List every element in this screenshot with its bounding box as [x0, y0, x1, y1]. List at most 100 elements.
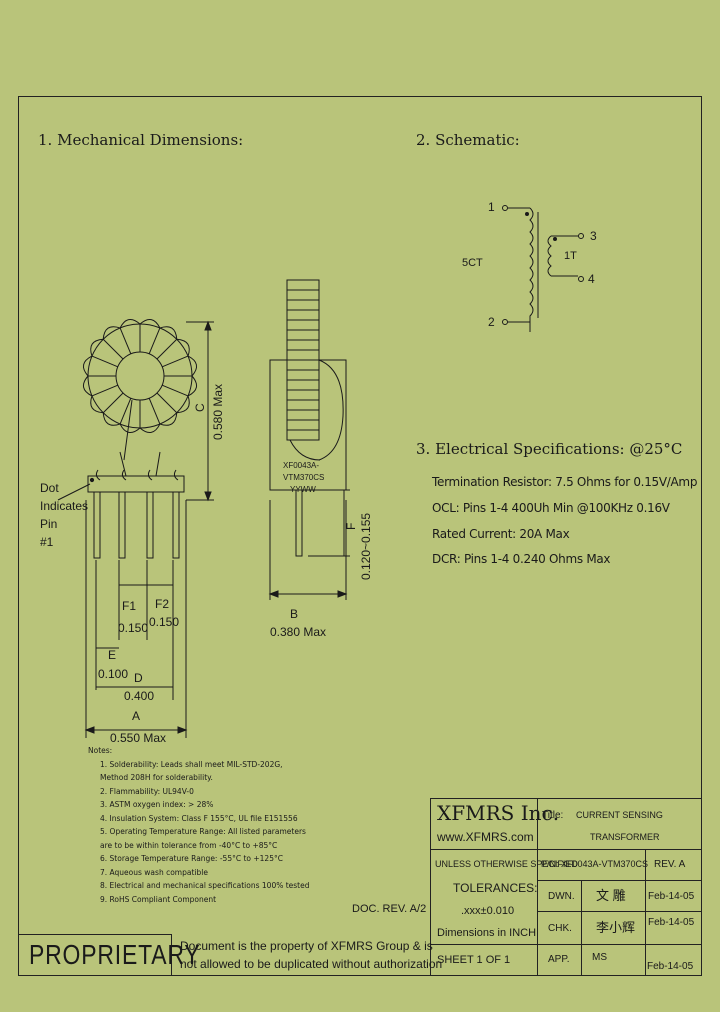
winding-petal — [176, 338, 190, 357]
secondary-winding — [547, 235, 552, 277]
app-label: APP. — [548, 954, 570, 965]
dim-e-value: 0.100 — [98, 667, 129, 681]
terminal-pin4 — [578, 276, 584, 282]
terminal-pin3 — [578, 233, 584, 239]
note-item: 1. Solderability: Leads shall meet MIL-S… — [100, 759, 283, 769]
dimensions-unit: Dimensions in INCH — [437, 927, 537, 939]
company-cell: XFMRS Inc. www.XFMRS.com — [430, 798, 559, 850]
dim-d-value: 0.400 — [124, 689, 155, 703]
dim-c-value: 0.580 Max — [211, 383, 225, 440]
winding-spoke — [119, 327, 132, 355]
note-item: 9. RoHS Compliant Component — [100, 894, 217, 904]
winding-petal — [176, 395, 190, 414]
electrical-heading: 3. Electrical Specifications: @25°C — [416, 440, 683, 458]
pin-lead — [93, 491, 101, 559]
terminal-pin1 — [502, 205, 508, 211]
winding-spoke — [161, 384, 189, 397]
toroid-inner — [115, 351, 165, 401]
note-item: 2. Flammability: UL94V-0 — [100, 786, 194, 796]
app-date: Feb-14-05 — [647, 961, 694, 972]
pin-lead — [146, 491, 154, 559]
dim-f1-value: 0.150 — [118, 621, 149, 635]
drawing-border — [18, 96, 702, 976]
dwn-label: DWN. — [548, 891, 575, 902]
pin3-label: 3 — [590, 229, 597, 243]
winding-spoke — [102, 392, 124, 414]
winding-petal — [83, 375, 93, 397]
winding-petal — [83, 355, 93, 377]
winding-spoke — [156, 338, 178, 360]
chk-label: CHK. — [548, 923, 572, 934]
part-marking: XF0043A- — [283, 461, 320, 470]
tolerance-value: .xxx±0.010 — [461, 905, 515, 917]
dwn-name-cell: 文 雕 — [581, 880, 646, 912]
dwn-name: 文 雕 — [596, 888, 626, 903]
pin1-dot — [89, 477, 95, 483]
dim-f1-label: F1 — [122, 599, 137, 613]
dim-e-label: E — [108, 648, 117, 662]
dim-b-label: B — [290, 607, 299, 621]
part-marking: YYWW — [290, 485, 316, 494]
title-line2: TRANSFORMER — [590, 832, 660, 842]
dim-a-value: 0.550 Max — [110, 731, 167, 745]
winding-spoke — [91, 355, 119, 368]
winding-petals — [83, 319, 197, 433]
winding-petal — [139, 319, 161, 329]
mechanical-heading: 1. Mechanical Dimensions: — [38, 131, 244, 149]
sheet-number: SHEET 1 OF 1 — [437, 954, 511, 966]
secondary-turns-label: 1T — [564, 250, 577, 262]
app-label-cell: APP. — [537, 944, 582, 976]
chk-name: 李小辉 — [596, 920, 636, 935]
note-item: are to be within tolerance from -40°C to… — [100, 840, 278, 850]
side-coil-turns — [287, 289, 319, 431]
tolerances-label: TOLERANCES: — [453, 881, 538, 895]
pin1-label: 1 — [488, 200, 495, 214]
dim-f2-label: F2 — [155, 597, 170, 611]
pin-lead — [172, 491, 180, 559]
sheet-cell: SHEET 1 OF 1 — [430, 944, 538, 976]
note-item: 5. Operating Temperature Range: All list… — [100, 827, 306, 836]
rev-cell: REV. A — [645, 849, 702, 881]
title-cell: Title: CURRENT SENSING TRANSFORMER — [537, 798, 702, 850]
dwn-label-cell: DWN. — [537, 880, 582, 912]
dwn-date-cell: Feb-14-05 — [645, 880, 702, 912]
title-line1: CURRENT SENSING — [576, 810, 663, 820]
dim-f-value: 0.120~0.155 — [359, 512, 373, 580]
company-website: www.XFMRS.com — [437, 830, 534, 844]
primary-turns-label: 5CT — [462, 257, 483, 269]
winding-spoke — [102, 338, 124, 360]
spec-line: DCR: Pins 1-4 0.240 Ohms Max — [432, 552, 611, 566]
doc-rev: DOC. REV. A/2 — [352, 903, 427, 915]
company-name: XFMRS Inc. — [437, 801, 560, 825]
proprietary-statement: not allowed to be duplicated without aut… — [180, 957, 443, 971]
tolerance-cell: UNLESS OTHERWISE SPECIFIED TOLERANCES: .… — [430, 849, 578, 945]
note-item: 6. Storage Temperature Range: -55°C to +… — [100, 854, 283, 863]
note-item: 3. ASTM oxygen index: > 28% — [100, 800, 214, 809]
pn-cell: P/N: XF0043A-VTM370CS — [537, 849, 648, 881]
note-item: 7. Aqueous wash compatible — [100, 867, 208, 877]
dim-c-label: C — [193, 403, 207, 412]
app-name-cell: MS — [581, 944, 646, 976]
winding-petal — [187, 355, 197, 377]
note-item: Method 208H for solderability. — [100, 773, 213, 782]
dwn-date: Feb-14-05 — [648, 891, 695, 902]
note-item: 4. Insulation System: Class F 155°C, UL … — [100, 813, 298, 823]
app-name: MS — [592, 952, 607, 963]
winding-petal — [90, 395, 104, 414]
notes-title: Notes: — [88, 746, 113, 755]
proprietary-statement: Document is the property of XFMRS Group … — [180, 939, 433, 953]
dim-f2-value: 0.150 — [149, 615, 180, 629]
pin-lead — [118, 491, 126, 559]
terminal-pin2 — [502, 319, 508, 325]
winding-petal — [90, 338, 104, 357]
winding-petal — [119, 319, 141, 329]
proprietary-label: PROPRIETARY — [29, 939, 201, 970]
proprietary-cell: PROPRIETARY — [18, 934, 200, 976]
side-pin — [295, 489, 303, 557]
dim-d-label: D — [134, 671, 143, 685]
chk-date-cell: Feb-14-05 — [645, 911, 702, 945]
pin4-label: 4 — [588, 272, 595, 286]
spec-line: OCL: Pins 1-4 400Uh Min @100KHz 0.16V — [432, 501, 670, 515]
